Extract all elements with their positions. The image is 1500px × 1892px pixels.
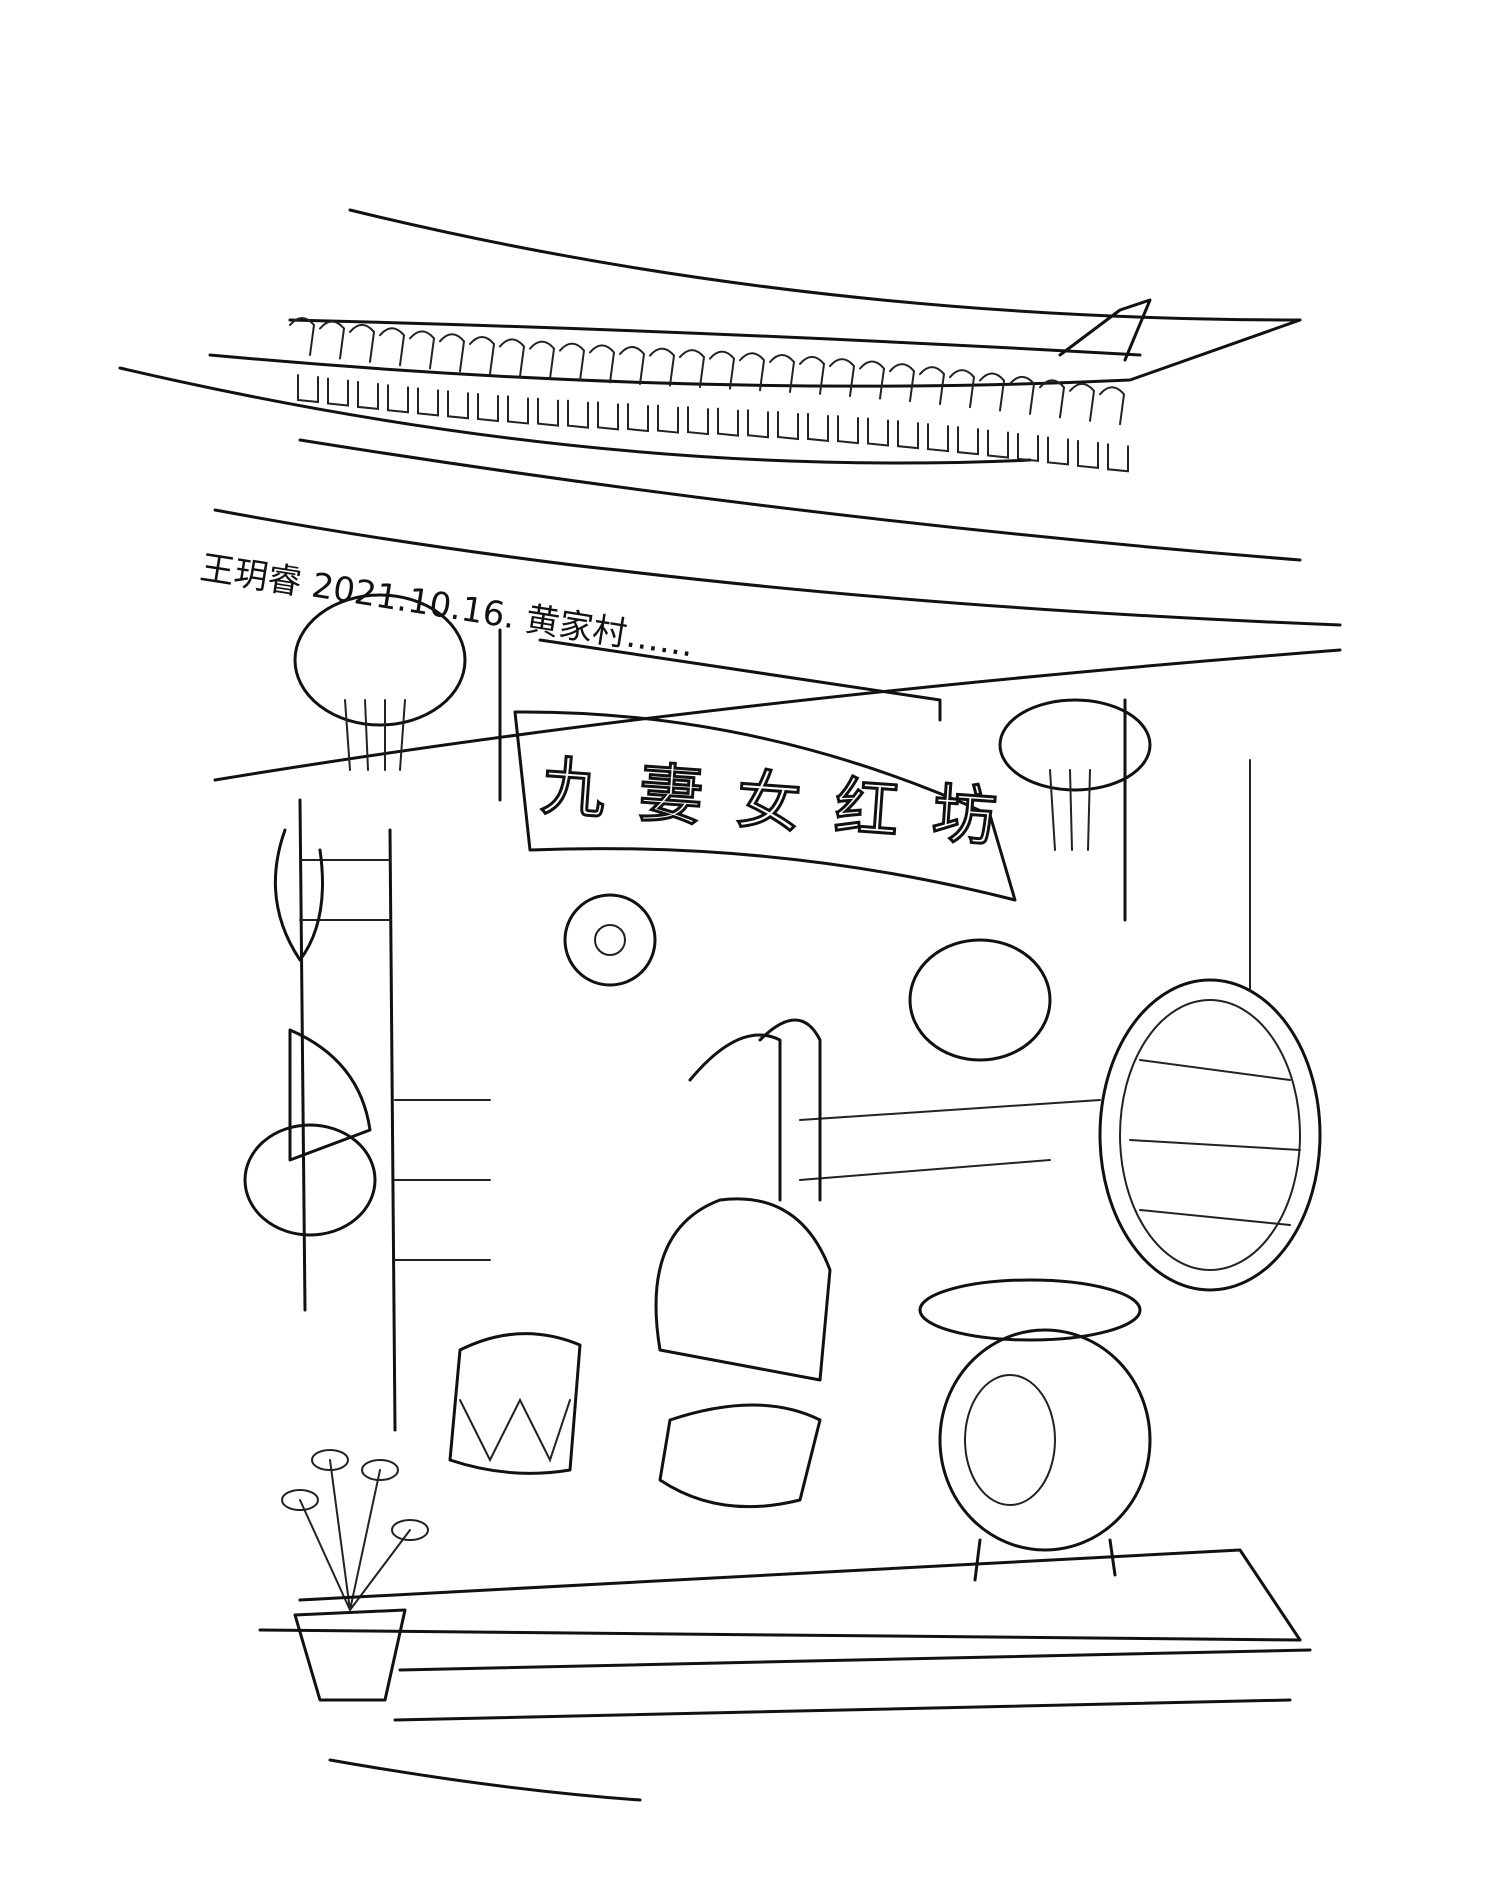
roof-tile	[289, 317, 319, 404]
roof-tile	[439, 333, 469, 420]
roof-tile	[1099, 386, 1129, 473]
roof-tile	[709, 350, 739, 437]
roof-tile	[529, 340, 559, 427]
lantern-right	[998, 698, 1152, 851]
roof-tile	[379, 327, 409, 414]
roof-tile	[649, 347, 679, 434]
shop-sign-board	[513, 710, 1017, 902]
roof-tile	[469, 336, 499, 423]
roof-tile	[1069, 382, 1099, 469]
roof-tile	[619, 346, 649, 433]
roof-tile	[919, 366, 949, 453]
roof-tile	[889, 363, 919, 450]
roof-tiles	[289, 317, 1129, 473]
hanging-baskets-left	[243, 828, 377, 1237]
potted-plant	[281, 1449, 429, 1702]
roof-tile	[499, 338, 529, 425]
roof-tile	[739, 352, 769, 439]
lantern-left	[293, 593, 467, 771]
roof-tile	[559, 342, 589, 429]
round-mirror-shelf	[1098, 759, 1322, 1292]
roof-tile	[829, 358, 859, 445]
roof-tile	[859, 360, 889, 447]
roof-tile	[319, 320, 349, 407]
roof-tile	[769, 353, 799, 441]
roof	[118, 208, 1302, 562]
wicker-chair	[654, 1197, 832, 1509]
roof-tile	[949, 369, 979, 456]
eave-beam	[213, 508, 1342, 782]
roof-tile	[589, 344, 619, 431]
roof-tile	[979, 372, 1009, 459]
roof-tile	[1009, 375, 1039, 462]
roof-tile	[679, 349, 709, 436]
roof-tile	[1039, 379, 1069, 466]
roof-tile	[349, 323, 379, 411]
clay-jar	[918, 1278, 1152, 1582]
street-ground	[258, 1548, 1312, 1802]
roof-tile	[409, 330, 439, 417]
roof-tile	[799, 355, 829, 443]
shop-front	[298, 628, 1127, 1432]
drum-stool	[448, 1332, 582, 1475]
